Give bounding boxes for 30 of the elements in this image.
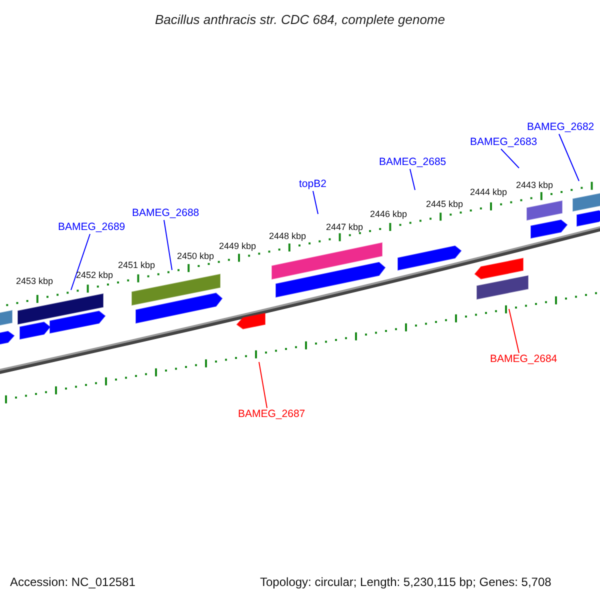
- leader-line: [164, 220, 172, 270]
- scale-label: 2452 kbp: [76, 270, 114, 281]
- scale-label: 2448 kbp: [269, 231, 306, 242]
- scale-label: 2453 kbp: [16, 276, 54, 287]
- gene-label: BAMEG_2682: [527, 121, 594, 134]
- gene-label: BAMEG_2683: [470, 136, 538, 149]
- leader-line: [70, 234, 90, 290]
- accession-text: Accession: NC_012581: [10, 574, 136, 591]
- scale-label: 2451 kbp: [118, 260, 156, 271]
- scale-label: 2446 kbp: [370, 209, 408, 220]
- leader-line: [410, 168, 416, 190]
- gene-label: topB2: [299, 178, 326, 191]
- leader-line: [500, 148, 520, 168]
- leader-line: [508, 308, 520, 354]
- scale-label: 2450 kbp: [177, 251, 214, 262]
- leader-line: [558, 134, 580, 182]
- scale-label: 2447 kbp: [326, 222, 364, 233]
- title: Bacillus anthracis str. CDC 684, complete genome: [155, 11, 445, 29]
- scale-label: 2445 kbp: [426, 199, 464, 210]
- leader-line: [312, 190, 318, 214]
- gene-label: BAMEG_2689: [58, 221, 126, 234]
- scale-label: 2443 kbp: [516, 180, 554, 191]
- gene-label: BAMEG_2688: [132, 207, 200, 220]
- scale-label: 2444 kbp: [470, 187, 508, 198]
- gene-label: BAMEG_2687: [238, 408, 306, 421]
- scale-label: 2449 kbp: [219, 241, 256, 252]
- genome-info-text: Topology: circular; Length: 5,230,115 bp; Genes: 5,708: [260, 574, 552, 591]
- gene-label: BAMEG_2685: [379, 156, 446, 169]
- leader-line: [258, 362, 268, 408]
- gene-label: BAMEG_2684: [490, 353, 558, 366]
